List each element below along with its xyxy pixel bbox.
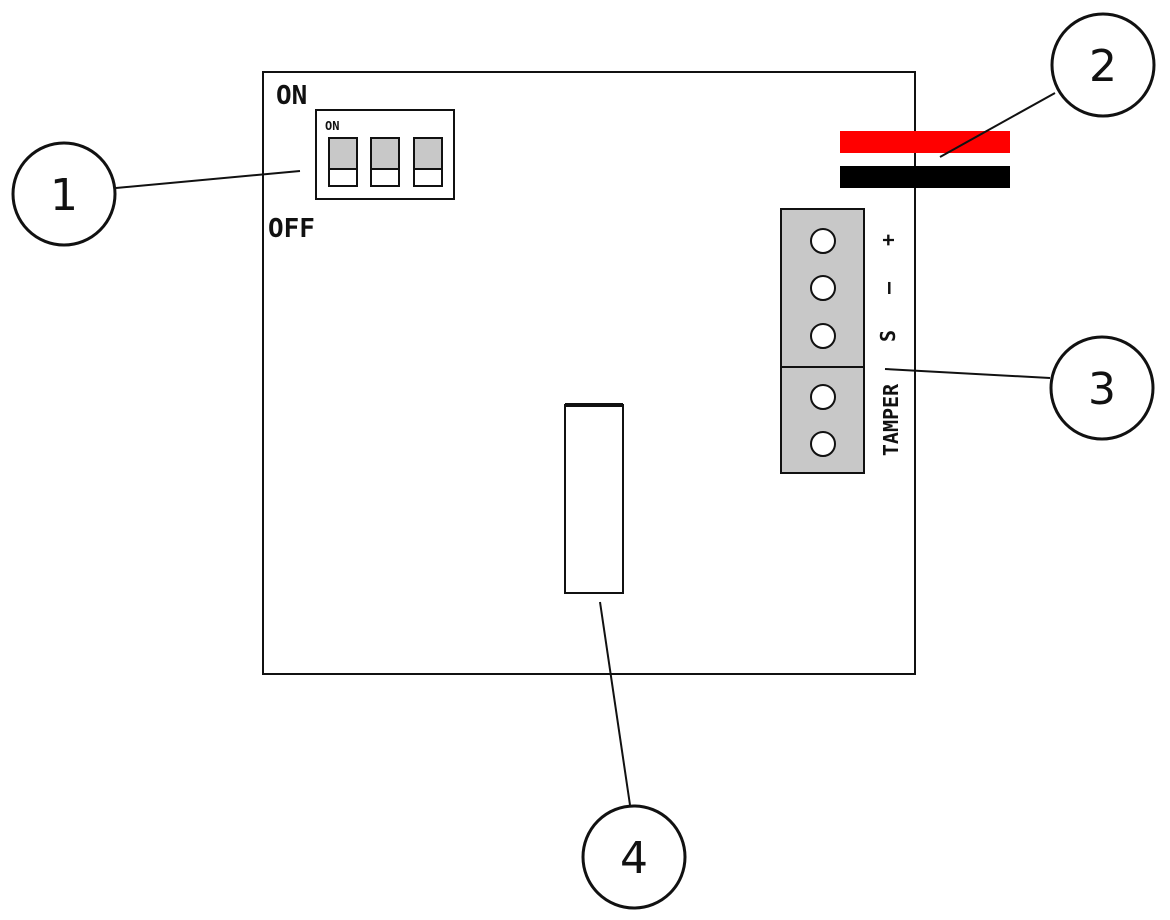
circuit-board [262,71,916,675]
terminal-block [780,208,865,474]
switch-on-label: ON [276,81,307,111]
callout-3: 3 [1049,335,1155,441]
dip-on-label: ON [325,119,339,133]
red-wire [840,131,1010,153]
switch-off-label: OFF [268,214,315,244]
callout-2-leader [939,92,1056,158]
callout-4: 4 [581,804,687,910]
dip-toggle-1 [328,137,358,187]
callout-2-number: 2 [1089,41,1117,92]
callout-1-leader [115,170,301,189]
terminal-screw-minus [810,275,836,301]
black-wire [840,166,1010,188]
terminal-minus-label: – [876,281,900,294]
callout-2: 2 [1050,12,1156,118]
terminal-screw-tamper-1 [810,384,836,410]
callout-4-leader [599,601,631,806]
callout-4-number: 4 [620,833,648,884]
terminal-screw-tamper-2 [810,431,836,457]
dip-toggle-3 [413,137,443,187]
callout-1-number: 1 [50,170,78,221]
callout-1: 1 [11,141,117,247]
terminal-screw-signal [810,323,836,349]
terminal-screw-plus [810,228,836,254]
dip-toggle-2 [370,137,400,187]
callout-3-leader [884,368,1051,379]
tamper-switch [564,403,624,594]
tamper-label: TAMPER [879,383,903,456]
terminal-plus-label: + [876,234,900,246]
terminal-s-label: S [876,330,900,342]
dip-switch: ON [315,109,455,200]
callout-3-number: 3 [1088,364,1116,415]
